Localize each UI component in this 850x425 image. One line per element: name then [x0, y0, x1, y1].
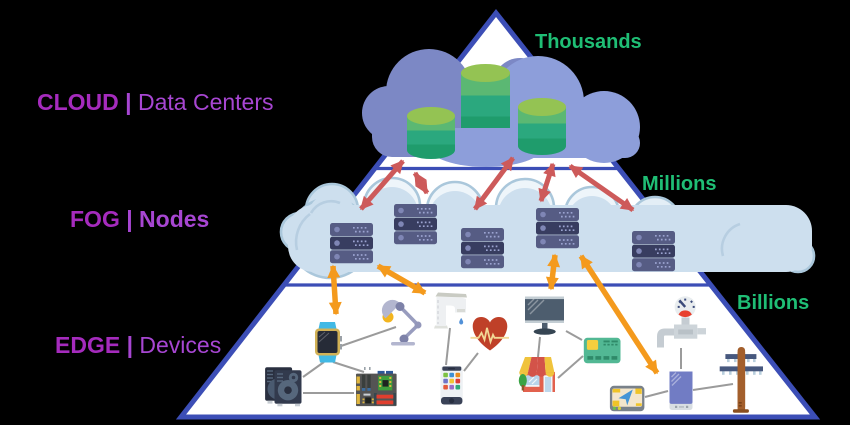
svg-text:CLOUD | Data Centers: CLOUD | Data Centers	[37, 89, 274, 115]
svg-text:Millions: Millions	[642, 173, 716, 195]
svg-text:Thousands: Thousands	[535, 31, 642, 53]
svg-text:EDGE | Devices: EDGE | Devices	[55, 332, 221, 358]
svg-text:FOG | Nodes: FOG | Nodes	[70, 206, 209, 232]
svg-text:Billions: Billions	[737, 292, 809, 314]
